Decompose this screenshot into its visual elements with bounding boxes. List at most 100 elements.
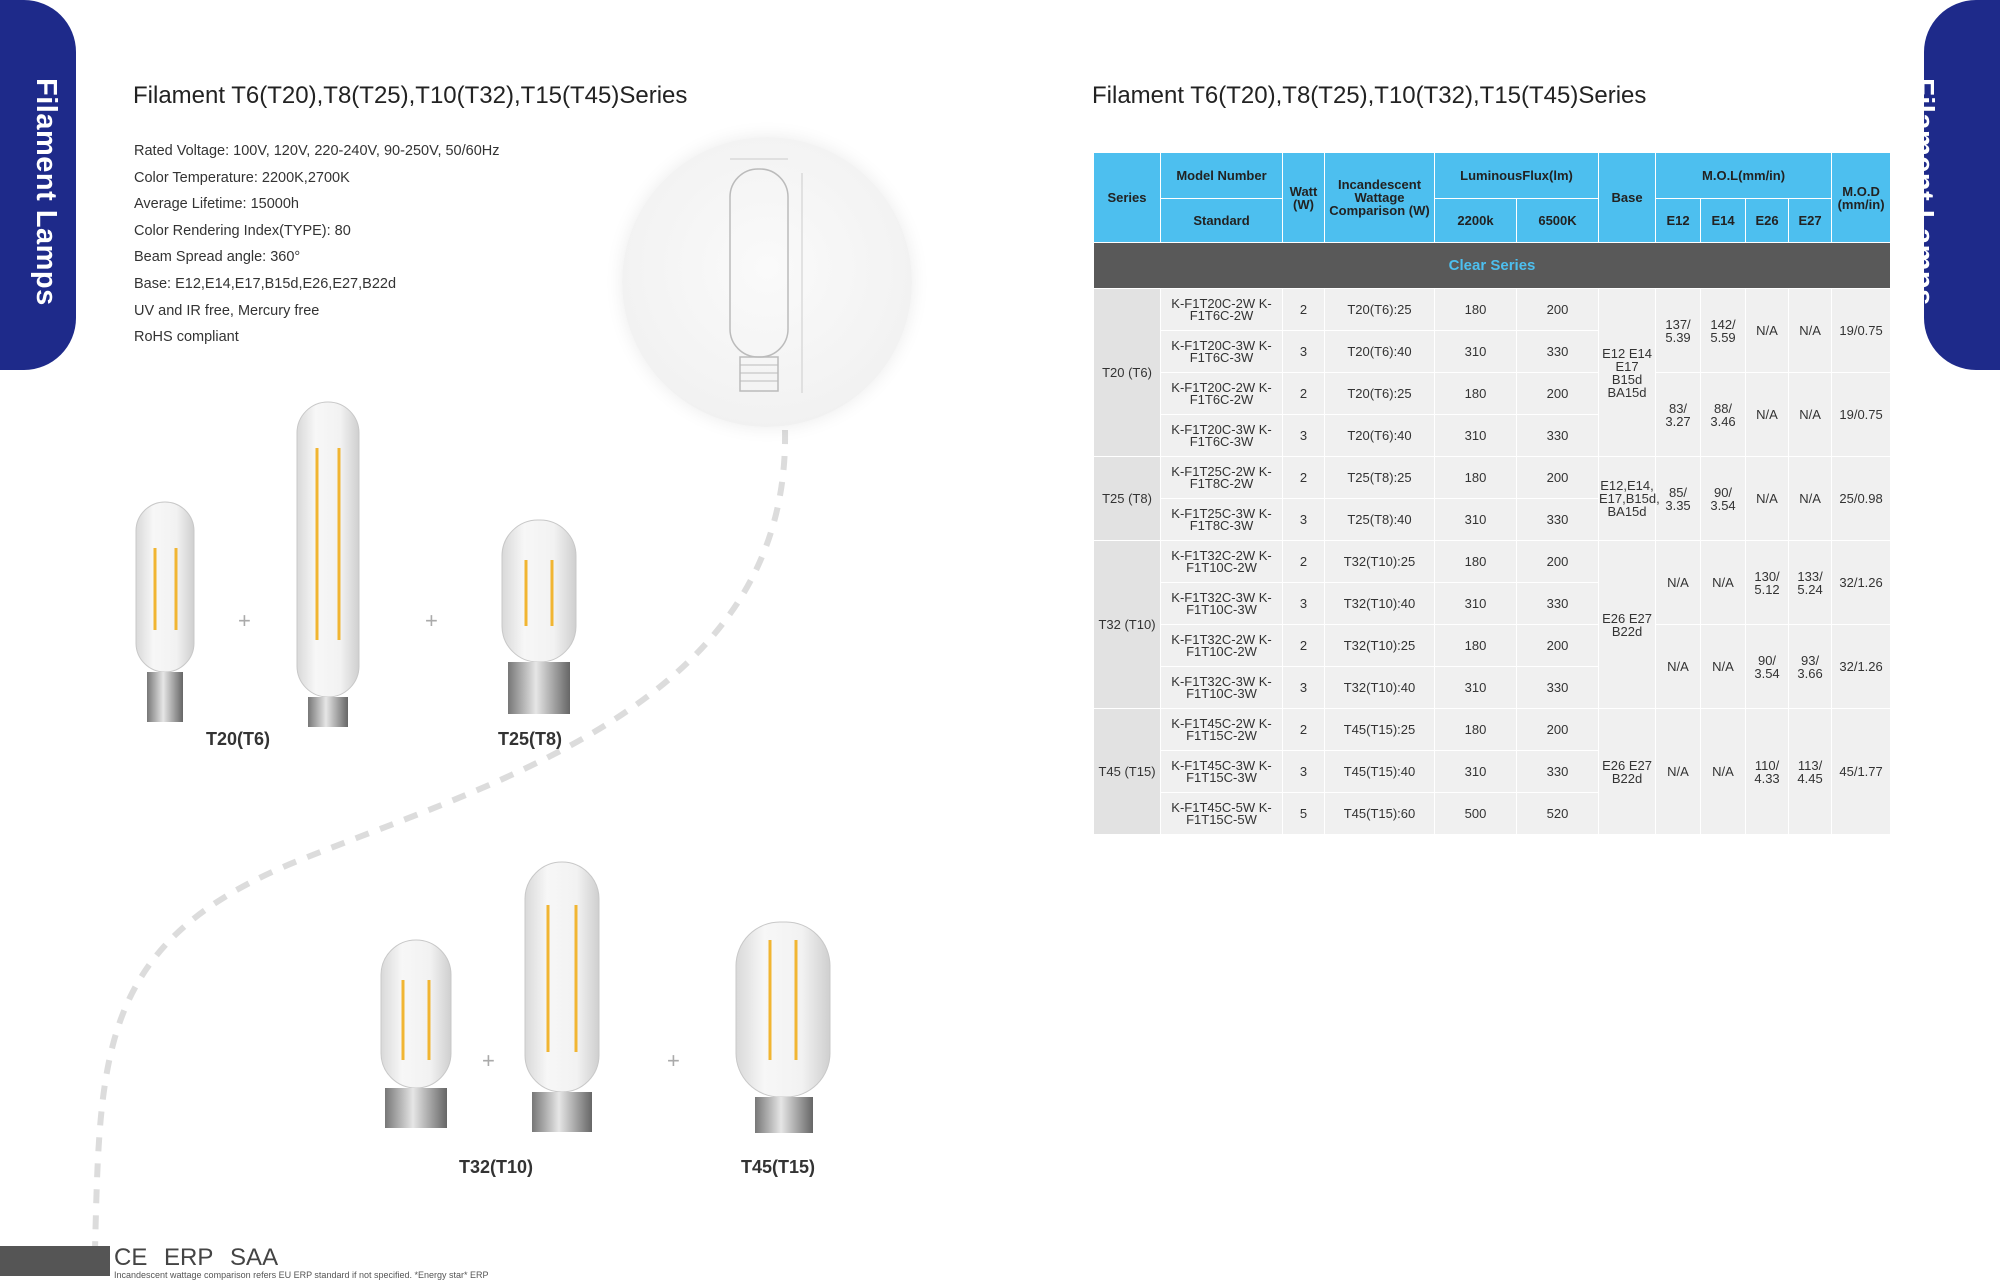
- watt-cell: 3: [1282, 330, 1325, 373]
- mol-e12-cell: 137/ 5.39: [1655, 288, 1702, 373]
- header-model: Model Number: [1160, 152, 1283, 199]
- spec-item: Rated Voltage: 100V, 120V, 220-240V, 90-…: [134, 143, 500, 159]
- watt-cell: 3: [1282, 498, 1325, 541]
- mol-e27-cell: 93/ 3.66: [1788, 624, 1833, 709]
- lm2200-cell: 310: [1434, 582, 1517, 625]
- mol-e26-cell: N/A: [1745, 456, 1790, 541]
- side-tab-right: Filament Lamps: [1907, 0, 2000, 370]
- ce-mark: CE: [114, 1244, 148, 1271]
- mol-e14-cell: N/A: [1700, 708, 1747, 835]
- table-row: K-F1T32C-3W K-F1T10C-3W 3 T32(T10):40 31…: [1094, 582, 1891, 625]
- model-cell: K-F1T20C-3W K-F1T6C-3W: [1160, 414, 1283, 457]
- lm2200-cell: 310: [1434, 330, 1517, 373]
- incandescent-cell: T20(T6):25: [1324, 372, 1435, 415]
- table-row: T25 (T8) K-F1T25C-2W K-F1T8C-2W 2 T25(T8…: [1093, 456, 1892, 541]
- spec-item: Base: E12,E14,E17,B15d,E26,E27,B22d: [134, 275, 397, 292]
- model-cell: K-F1T20C-2W K-F1T6C-2W: [1160, 288, 1283, 331]
- model-cell: K-F1T32C-2W K-F1T10C-2W: [1160, 624, 1283, 667]
- header-2200k: 2200k: [1434, 198, 1517, 243]
- model-cell: K-F1T20C-3W K-F1T6C-3W: [1160, 330, 1283, 373]
- model-cell: K-F1T25C-3W K-F1T8C-3W: [1160, 498, 1283, 541]
- mol-e14-cell: 90/ 3.54: [1700, 456, 1747, 541]
- mod-cell: 32/1.26: [1831, 540, 1892, 625]
- lm6500-cell: 330: [1515, 414, 1600, 457]
- incandescent-cell: T20(T6):40: [1324, 330, 1435, 373]
- lamp-t25-icon: [501, 519, 577, 714]
- incandescent-cell: T32(T10):25: [1324, 624, 1435, 667]
- table-row: K-F1T32C-2W K-F1T10C-2W 2 T32(T10):25 18…: [1094, 624, 1892, 709]
- table-row: K-F1T45C-5W K-F1T15C-5W 5 T45(T15):60 50…: [1094, 792, 1891, 835]
- side-tab-right-label: Filament Lamps: [1907, 78, 1939, 306]
- mol-e12-cell: 85/ 3.35: [1655, 456, 1702, 541]
- lm6500-cell: 200: [1515, 708, 1600, 751]
- model-cell: K-F1T45C-5W K-F1T15C-5W: [1160, 792, 1283, 835]
- series-banner: Clear Series: [1092, 242, 1892, 289]
- mod-cell: 32/1.26: [1831, 624, 1892, 709]
- plus-sign: +: [425, 608, 438, 633]
- incandescent-cell: T20(T6):40: [1324, 414, 1435, 457]
- mol-e27-cell: 113/ 4.45: [1788, 708, 1833, 835]
- watt-cell: 2: [1282, 624, 1325, 667]
- plus-sign: +: [482, 1048, 495, 1073]
- header-6500k: 6500K: [1515, 198, 1600, 243]
- header-e27: E27: [1788, 198, 1833, 243]
- table-row: K-F1T32C-3W K-F1T10C-3W 3 T32(T10):40 31…: [1094, 666, 1891, 709]
- series-cell: T32 (T10): [1093, 540, 1161, 709]
- mod-cell: 45/1.77: [1831, 708, 1892, 835]
- header-watt: Watt (W): [1282, 152, 1325, 243]
- header-e26: E26: [1745, 198, 1790, 243]
- mol-e26-cell: 130/ 5.12: [1745, 540, 1790, 625]
- spec-item: Average Lifetime: 15000h: [134, 196, 299, 213]
- certification-marks: CE ERP SAA: [114, 1244, 288, 1272]
- lamp-label-t45: T45(T15): [741, 1157, 816, 1177]
- header-incandescent: Incandescent Wattage Comparison (W): [1324, 152, 1435, 243]
- lm6500-cell: 520: [1515, 792, 1600, 835]
- mol-e14-cell: 142/ 5.59: [1700, 288, 1747, 373]
- dashed-path-decoration: [92, 429, 789, 1251]
- mod-cell: 25/0.98: [1831, 456, 1892, 541]
- lm2200-cell: 180: [1434, 708, 1517, 751]
- lm2200-cell: 310: [1434, 666, 1517, 709]
- header-luminous: LuminousFlux(lm): [1433, 152, 1600, 199]
- model-cell: K-F1T32C-2W K-F1T10C-2W: [1160, 540, 1283, 583]
- watt-cell: 3: [1282, 666, 1325, 709]
- watt-cell: 2: [1282, 456, 1325, 499]
- mol-e26-cell: N/A: [1745, 288, 1790, 373]
- table-row: T45 (T15) K-F1T45C-2W K-F1T15C-2W 2 T45(…: [1093, 708, 1892, 835]
- lamp-t32-long-icon: [524, 861, 600, 1132]
- table-row: T32 (T10) K-F1T32C-2W K-F1T10C-2W 2 T32(…: [1093, 540, 1892, 709]
- mol-e12-cell: N/A: [1655, 708, 1702, 835]
- lamp-t20-long-icon: [296, 401, 360, 727]
- lm6500-cell: 200: [1515, 456, 1600, 499]
- tube-lamp-outline-icon: [729, 158, 803, 393]
- header-series: Series: [1093, 152, 1161, 243]
- saa-mark: SAA: [230, 1244, 279, 1271]
- mol-e27-cell: N/A: [1788, 456, 1833, 541]
- header-mod: M.O.D (mm/in): [1831, 152, 1892, 243]
- lm2200-cell: 180: [1434, 372, 1517, 415]
- lamp-label-t25: T25(T8): [498, 729, 563, 749]
- lamp-illustrations: [135, 401, 831, 1133]
- spec-item: UV and IR free, Mercury free: [134, 302, 320, 319]
- lamp-label-t32: T32(T10): [459, 1157, 534, 1177]
- lm2200-cell: 500: [1434, 792, 1517, 835]
- lm6500-cell: 200: [1515, 288, 1600, 331]
- watt-cell: 3: [1282, 750, 1325, 793]
- lm2200-cell: 180: [1434, 540, 1517, 583]
- lamp-label-t20: T20(T6): [206, 729, 271, 749]
- watt-cell: 5: [1282, 792, 1325, 835]
- lm2200-cell: 180: [1434, 456, 1517, 499]
- header-e12: E12: [1655, 198, 1702, 243]
- plus-sign: +: [238, 608, 251, 633]
- mol-e14-cell: N/A: [1700, 540, 1747, 625]
- lm2200-cell: 180: [1434, 624, 1517, 667]
- lm2200-cell: 180: [1434, 288, 1517, 331]
- lm2200-cell: 310: [1434, 498, 1517, 541]
- base-cell: E12 E14 E17 B15d BA15d: [1598, 288, 1657, 457]
- left-page-title: Filament T6(T20),T8(T25),T10(T32),T15(T4…: [133, 82, 688, 109]
- watt-cell: 2: [1282, 540, 1325, 583]
- plus-sign: +: [667, 1048, 680, 1073]
- lm2200-cell: 310: [1434, 750, 1517, 793]
- watt-cell: 2: [1282, 708, 1325, 751]
- mol-e26-cell: 90/ 3.54: [1745, 624, 1790, 709]
